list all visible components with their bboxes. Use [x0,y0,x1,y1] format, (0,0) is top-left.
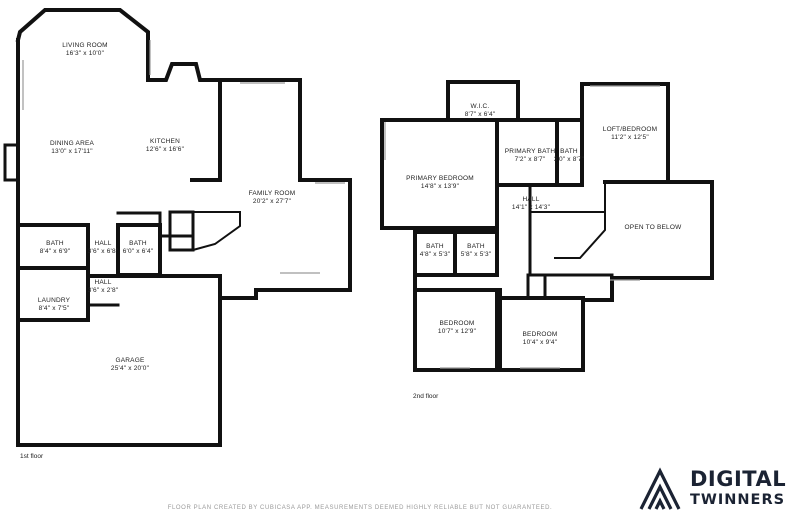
room-name: OPEN TO BELOW [624,224,682,231]
kitchen-family-divider [190,78,222,182]
room-label-hall-3: HALL 14'1" x 14'3" [512,196,550,212]
room-dimensions: 10'4" x 9'4" [522,339,558,346]
room-name: W.I.C. [470,103,490,110]
room-name: BATH [560,148,578,155]
room-label-bedroom-2: BEDROOM 10'4" x 9'4" [523,331,558,347]
room-dimensions: 13'0" x 17'11" [51,148,93,155]
room-label-hall-1: HALL 3'6" x 6'8" [88,240,119,256]
room-name: DINING AREA [49,140,95,147]
room-label-dining-area: DINING AREA 13'0" x 17'11" [50,140,94,156]
room-name: BATH [46,240,64,247]
room-name: PRIMARY BEDROOM [406,175,474,182]
room-name: KITCHEN [150,138,180,145]
room-dimensions: 12'6" x 16'6" [145,146,185,153]
room-name: BATH [467,243,485,250]
room-label-bath-5: BATH 5'8" x 5'3" [461,243,492,259]
room-dimensions: 16'3" x 10'0" [65,50,105,57]
room-label-kitchen: KITCHEN 12'6" x 16'6" [146,138,184,154]
room-label-bath-2: BATH 6'0" x 6'4" [123,240,154,256]
room-dimensions: 3'0" x 8'7" [553,156,585,163]
room-dimensions: 8'4" x 7'5" [38,305,70,312]
room-dimensions: 20'2" x 27'7" [252,198,292,205]
room-dimensions: 14'8" x 13'9" [420,183,460,190]
room-dimensions: 10'7" x 12'9" [437,328,477,335]
first-floor-upper-outline [15,8,352,300]
room-name: HALL [94,240,112,247]
brand-line-2: TWINNERS [690,492,786,508]
room-label-bath-1: BATH 8'4" x 6'9" [40,240,71,256]
room-label-family-room: FAMILY ROOM 20'2" x 27'7" [249,190,296,206]
room-name: LAUNDRY [37,297,71,304]
room-dimensions: 7'2" x 8'7" [514,156,546,163]
room-name: BATH [426,243,444,250]
room-dimensions: 6'0" x 6'4" [122,248,154,255]
brand-logo: DIGITAL TWINNERS [638,465,798,513]
room-name: FAMILY ROOM [248,190,296,197]
room-dimensions: 8'7" x 6'4" [464,111,496,118]
room-label-garage: GARAGE 25'4" x 20'0" [111,357,149,373]
floor-caption-2nd: 2nd floor [413,393,439,400]
room-name: HALL [94,279,112,286]
fireplace [3,143,20,182]
room-label-living-room: LIVING ROOM 16'3" x 10'0" [62,42,108,58]
room-name: PRIMARY BATH [504,148,556,155]
room-label-bath-4: BATH 4'8" x 5'3" [420,243,451,259]
room-label-hall-2: HALL 3'6" x 2'8" [88,279,119,295]
first-floor-stair-wall [168,210,195,252]
room-name: BEDROOM [522,331,558,338]
room-dimensions: 4'8" x 5'3" [419,251,451,258]
laundry-walls [16,274,90,322]
room-name: LIVING ROOM [62,42,108,49]
room-label-wic: W.I.C. 8'7" x 6'4" [465,103,496,119]
room-dimensions: 8'4" x 6'9" [39,248,71,255]
room-name: GARAGE [115,357,145,364]
disclaimer-text: FLOOR PLAN CREATED BY CUBICASA APP. MEAS… [167,505,553,511]
room-dimensions: 25'4" x 20'0" [110,365,150,372]
room-label-bedroom-1: BEDROOM 10'7" x 12'9" [438,320,476,336]
room-dimensions: 3'6" x 6'8" [87,248,119,255]
room-label-loft-bedroom: LOFT/BEDROOM 11'2" x 12'5" [603,126,657,142]
room-name: BATH [129,240,147,247]
room-label-primary-bedroom: PRIMARY BEDROOM 14'8" x 13'9" [406,175,474,191]
room-name: BEDROOM [439,320,475,327]
first-floor-lower-outline [16,270,222,447]
room-label-bath-3: BATH 3'0" x 8'7" [554,148,585,164]
floor-caption-1st: 1st floor [20,453,44,460]
brand-line-1: DIGITAL [690,467,787,491]
room-dimensions: 5'8" x 5'3" [460,251,492,258]
room-name: HALL [522,196,540,203]
room-label-primary-bath: PRIMARY BATH 7'2" x 8'7" [505,148,555,164]
room-dimensions: 14'1" x 14'3" [511,204,551,211]
room-dimensions: 3'6" x 2'8" [87,287,119,294]
room-label-open-to-below: OPEN TO BELOW [625,224,682,232]
room-name: LOFT/BEDROOM [602,126,658,133]
digital-twinners-logo-icon [639,467,681,510]
room-dimensions: 11'2" x 12'5" [611,134,649,141]
room-label-laundry: LAUNDRY 8'4" x 7'5" [38,297,70,313]
